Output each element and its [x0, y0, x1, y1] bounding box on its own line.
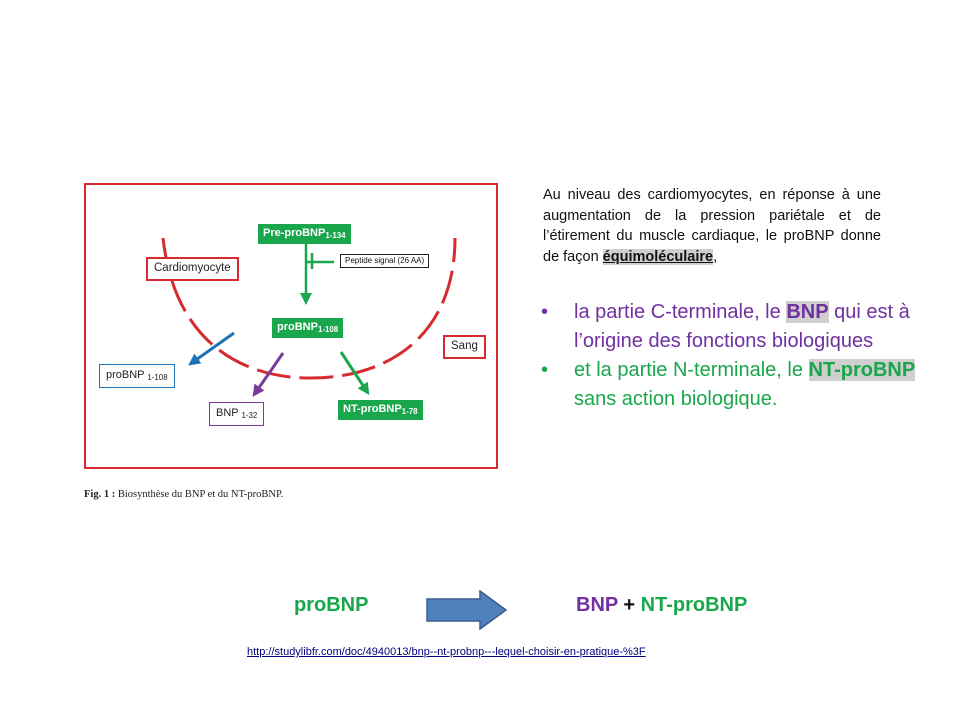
equation-bnp: BNP [576, 594, 618, 616]
highlight-bnp: BNP [786, 301, 829, 323]
bullet-list: • la partie C-terminale, le BNP qui est … [541, 298, 921, 414]
intro-text: Au niveau des cardiomyocytes, en réponse… [543, 187, 881, 265]
intro-end: , [713, 248, 718, 265]
node-pre-probnp: Pre-proBNP1-134 [258, 224, 351, 244]
node-probnp-blood: proBNP 1-108 [99, 364, 175, 388]
figure-frame [84, 183, 498, 469]
equation-left: proBNP [294, 594, 369, 616]
bullet-text: et la partie N-terminale, le [574, 359, 809, 381]
node-probnp-108: proBNP1-108 [272, 318, 344, 338]
equation-right: BNP + NT-proBNP [576, 594, 747, 617]
bullet-text: la partie C-terminale, le [574, 301, 787, 323]
figure-caption: Fig. 1 : Biosynthèse du BNP et du NT-pro… [84, 489, 283, 500]
source-link[interactable]: http://studylibfr.com/doc/4940013/bnp--n… [247, 646, 646, 658]
bullet-text: sans action biologique. [574, 388, 778, 410]
caption-text: Biosynthèse du BNP et du NT-proBNP. [115, 489, 284, 500]
equation-arrow-icon [426, 590, 508, 630]
intro-paragraph: Au niveau des cardiomyocytes, en réponse… [543, 185, 881, 267]
bullet-dot: • [541, 301, 549, 323]
equation-plus: + [617, 594, 641, 616]
arrow-to-bnp [252, 352, 285, 397]
node-cardiomyocyte: Cardiomyocyte [146, 257, 239, 281]
highlight-nt-probnp: NT-proBNP [808, 359, 916, 381]
arrow-to-blood-probnp [188, 331, 235, 366]
arrow-to-nt-probnp [339, 351, 370, 396]
node-sang: Sang [443, 335, 486, 359]
node-nt-probnp-78: NT-proBNP1-78 [338, 400, 423, 420]
bullet-n-terminal: • et la partie N-terminale, le NT-proBNP… [541, 356, 921, 414]
bullet-text: qui est à l’origine des fonctions biolog… [574, 301, 910, 352]
cell-membrane-arc [161, 237, 457, 380]
bullet-c-terminal: • la partie C-terminale, le BNP qui est … [541, 298, 921, 356]
highlight-equimoleculaire: équimoléculaire [602, 248, 714, 265]
node-bnp-32: BNP 1-32 [209, 402, 265, 426]
caption-fig-label: Fig. 1 : [84, 489, 116, 500]
equation-nt-probnp: NT-proBNP [640, 594, 748, 616]
node-peptide-signal: Peptide signal (26 AA) [340, 254, 430, 268]
bullet-dot: • [541, 359, 549, 381]
